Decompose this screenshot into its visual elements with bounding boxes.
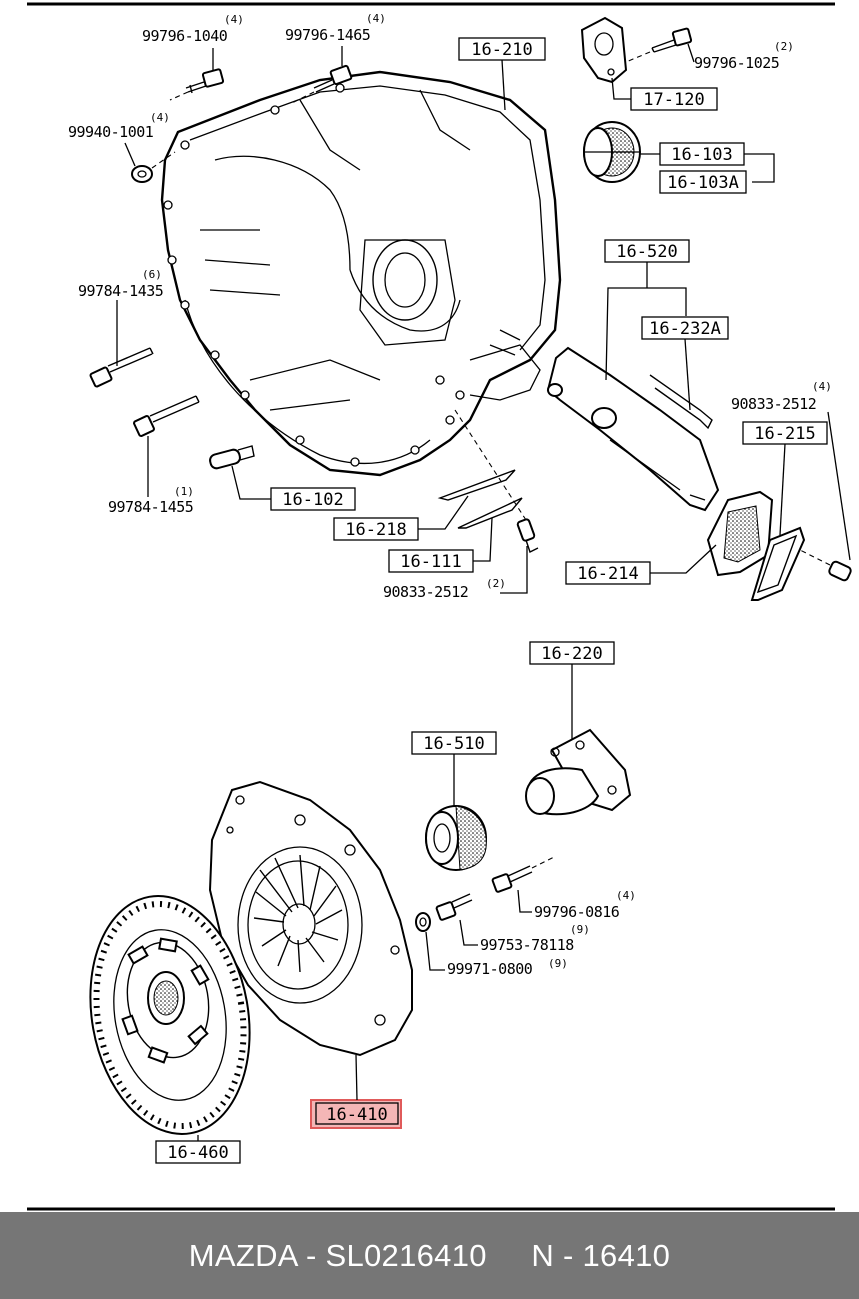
bolt-90833-2512-a-drawing	[799, 549, 852, 582]
spring-16-232A-drawing	[649, 374, 713, 430]
leader-16-102	[231, 465, 271, 500]
bolt-99796-1465-drawing	[289, 64, 353, 105]
leader-16-218	[418, 495, 469, 530]
bolt-99796-0816-drawing	[491, 855, 557, 893]
label-16-210: 16-210	[471, 40, 532, 60]
seal-16-103-drawing	[583, 121, 641, 183]
footer-bar: MAZDA - SL0216410 N - 16410	[0, 1212, 859, 1299]
fitting-90833-2512-b-drawing	[516, 518, 539, 553]
label-16-214: 16-214	[577, 564, 638, 584]
leader-99796-0816	[517, 889, 532, 913]
leader-99940-1001	[124, 142, 136, 167]
pn-99971-0800: 99971-0800	[447, 960, 533, 978]
leader-1025-dash	[625, 51, 651, 63]
qty-99971-0800: (9)	[548, 957, 568, 970]
highlight-16-410	[310, 1099, 402, 1129]
qty-90833-2512-b: (2)	[486, 577, 506, 590]
label-16-215: 16-215	[754, 424, 815, 444]
clutch-housing-drawing	[160, 70, 562, 477]
label-17-120: 17-120	[643, 90, 704, 110]
leader-90833-2512-a	[827, 411, 851, 561]
plate-16-218-drawing	[437, 469, 516, 501]
pn-90833-2512-a: 90833-2512	[731, 395, 816, 413]
leader-16-520	[605, 262, 687, 381]
release-bearing-16-510-drawing	[425, 805, 487, 871]
pn-99753-78118: 99753-78118	[480, 936, 574, 954]
label-16-410: 16-410	[326, 1105, 387, 1125]
gasket-16-215-drawing	[750, 526, 806, 601]
leader-99796-1025	[687, 43, 695, 63]
qty-99796-1025: (2)	[774, 40, 794, 53]
footer-part-number: MAZDA - SL0216410 N - 16410	[188, 1237, 671, 1273]
release-guide-16-220-drawing	[525, 728, 632, 816]
qty-99796-1040: (4)	[224, 13, 244, 26]
parts-diagram: 16-210 17-120 16-103 16-103A 16-520 16-2…	[27, 2, 852, 1211]
pn-99796-0816: 99796-0816	[534, 903, 620, 921]
label-16-103A: 16-103A	[667, 173, 739, 193]
leader-16-215	[779, 443, 786, 536]
pn-99940-1001: 99940-1001	[68, 123, 154, 141]
pn-90833-2512-b: 90833-2512	[383, 583, 468, 601]
label-16-102: 16-102	[282, 490, 343, 510]
pn-99796-1040: 99796-1040	[142, 27, 228, 45]
leader-90833-2512-b	[500, 546, 528, 594]
label-16-520: 16-520	[616, 242, 677, 262]
release-fork-16-520-drawing	[546, 346, 720, 512]
label-16-232A: 16-232A	[649, 319, 721, 339]
bracket-17-120-drawing	[580, 16, 628, 84]
dowel-16-102-drawing	[209, 445, 255, 470]
bolt-99784-1455-drawing	[133, 395, 200, 437]
leader-16-210	[501, 59, 506, 111]
label-16-220: 16-220	[541, 644, 602, 664]
bolt-99796-1040-drawing	[169, 68, 225, 101]
clutch-disc-16-460-drawing	[89, 895, 251, 1135]
bolt-99753-78118-drawing	[435, 893, 473, 921]
qty-99796-1465: (4)	[366, 12, 386, 25]
leader-16-232A	[684, 338, 691, 411]
qty-99796-0816: (4)	[616, 889, 636, 902]
leader-16-410	[355, 1054, 358, 1101]
bolt-99784-1435-drawing	[89, 347, 154, 388]
qty-99784-1435: (6)	[142, 268, 162, 281]
boot-16-214-drawing	[706, 490, 774, 577]
box-16-410	[315, 1102, 399, 1125]
label-16-218: 16-218	[345, 520, 406, 540]
label-16-460: 16-460	[167, 1143, 228, 1163]
leader-16-103-bracket	[744, 153, 775, 183]
washer-99971-0800-drawing	[415, 912, 431, 932]
label-16-111: 16-111	[400, 552, 461, 572]
box-16-103A	[659, 170, 747, 194]
leader-99971-0800	[425, 931, 445, 971]
pn-99796-1465: 99796-1465	[285, 26, 370, 44]
leader-17-120	[611, 77, 631, 100]
label-16-103: 16-103	[671, 145, 732, 165]
pn-99784-1455: 99784-1455	[108, 498, 193, 516]
qty-99784-1455: (1)	[174, 485, 194, 498]
leader-16-111	[473, 517, 493, 562]
bolt-99796-1025-drawing	[651, 27, 693, 53]
qty-99940-1001: (4)	[150, 111, 170, 124]
pn-99784-1435: 99784-1435	[78, 282, 163, 300]
plate-16-111-drawing	[457, 497, 523, 529]
qty-90833-2512-a: (4)	[812, 380, 832, 393]
leader-99753-78118	[459, 919, 478, 946]
qty-99753-78118: (9)	[570, 923, 590, 936]
pn-99796-1025: 99796-1025	[694, 54, 779, 72]
nut-99940-1001-drawing	[131, 151, 176, 183]
leader-16-214	[650, 544, 717, 574]
label-16-510: 16-510	[423, 734, 484, 754]
housing-dash-line	[454, 409, 527, 521]
pressure-plate-16-410-drawing	[208, 780, 413, 1057]
